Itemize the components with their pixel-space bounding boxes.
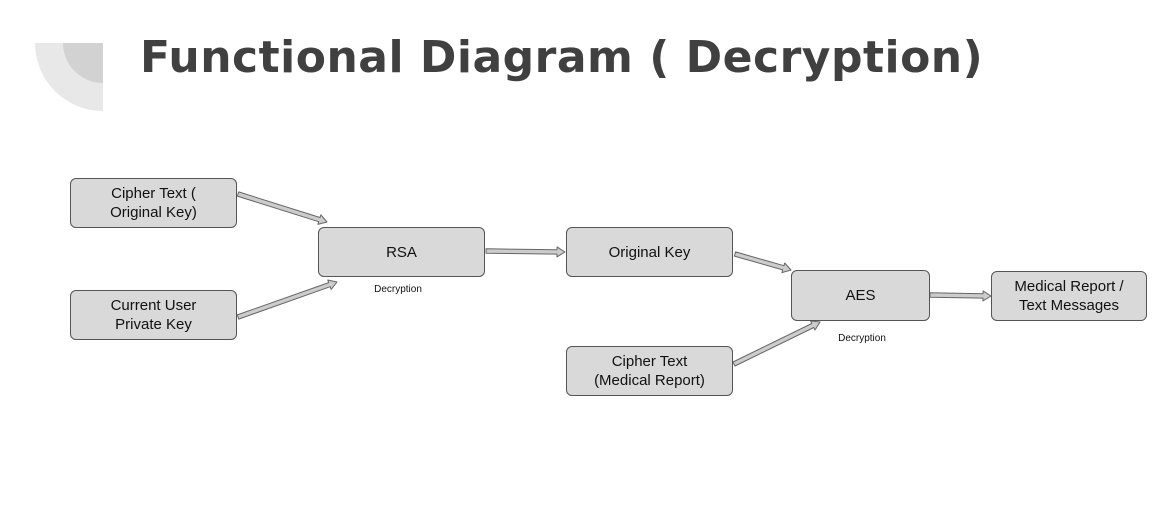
decorative-corner-shape xyxy=(35,43,103,111)
rsa-decryption-label: Decryption xyxy=(374,284,422,295)
arrow-group xyxy=(236,191,992,367)
page-title: Functional Diagram ( Decryption) xyxy=(140,32,984,83)
arrow-aes-to-output xyxy=(929,290,992,302)
aes-decryption-label: Decryption xyxy=(838,333,886,344)
cipher-text-medical-report-box: Cipher Text (Medical Report) xyxy=(566,346,733,396)
current-user-private-key-box: Current User Private Key xyxy=(70,290,237,340)
aes-box: AES xyxy=(791,270,930,321)
arrow-cipher-to-rsa xyxy=(236,191,328,225)
medical-report-text-messages-box: Medical Report / Text Messages xyxy=(991,271,1147,321)
arrow-cipherreport-to-aes xyxy=(732,320,821,367)
arrow-rsa-to-originalkey xyxy=(485,246,566,258)
cipher-text-original-key-box: Cipher Text ( Original Key) xyxy=(70,178,237,228)
arrow-privatekey-to-rsa xyxy=(236,279,338,320)
rsa-box: RSA xyxy=(318,227,485,277)
original-key-box: Original Key xyxy=(566,227,733,277)
arrow-originalkey-to-aes xyxy=(733,251,792,274)
